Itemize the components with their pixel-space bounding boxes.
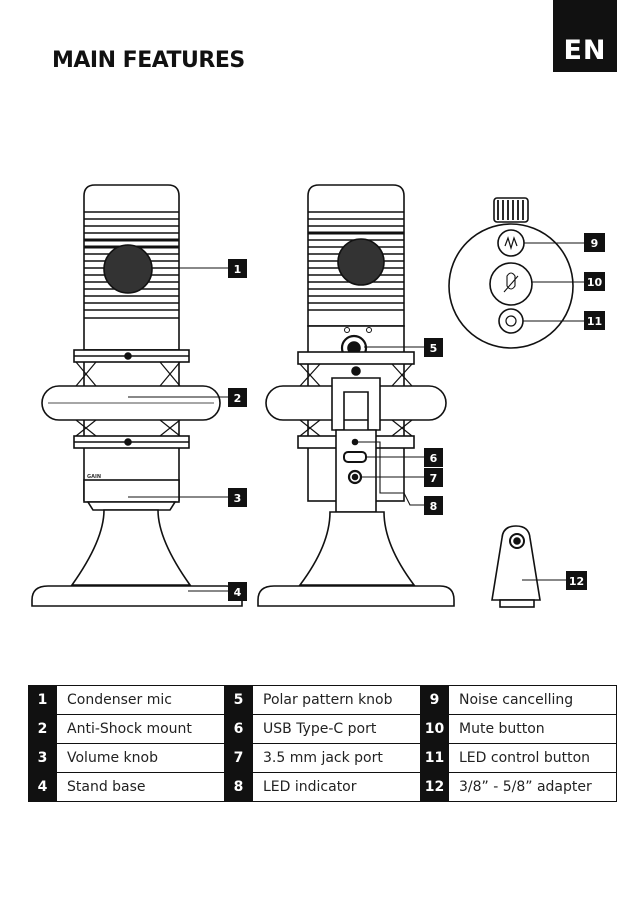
condenser-capsule: [104, 245, 152, 293]
feature-number: 12: [421, 773, 449, 802]
svg-text:1: 1: [234, 263, 242, 276]
callout-6: 6: [424, 448, 443, 467]
feature-label: Polar pattern knob: [253, 686, 421, 715]
feature-number: 4: [29, 773, 57, 802]
callout-9: 9: [584, 233, 605, 252]
feature-number: 8: [225, 773, 253, 802]
callout-5: 5: [424, 338, 443, 357]
feature-number: 1: [29, 686, 57, 715]
feature-label: 3.5 mm jack port: [253, 744, 421, 773]
front-view-microphone: [32, 185, 242, 606]
callout-11: 11: [584, 311, 605, 330]
features-table: 1 Condenser mic 5 Polar pattern knob 9 N…: [28, 685, 617, 802]
callout-1: 1: [228, 259, 247, 278]
svg-text:4: 4: [234, 586, 242, 599]
noise-cancelling-button: [498, 230, 524, 256]
svg-text:12: 12: [569, 575, 584, 588]
feature-label: Volume knob: [57, 744, 225, 773]
callout-12: 12: [566, 571, 587, 590]
svg-text:6: 6: [430, 452, 438, 465]
table-row: 3 Volume knob 7 3.5 mm jack port 11 LED …: [29, 744, 617, 773]
svg-text:9: 9: [591, 237, 599, 250]
feature-label: LED control button: [449, 744, 617, 773]
callout-10: 10: [584, 272, 605, 291]
table-row: 1 Condenser mic 5 Polar pattern knob 9 N…: [29, 686, 617, 715]
usb-type-c-port: [344, 452, 366, 462]
svg-text:10: 10: [587, 276, 603, 289]
feature-label: Noise cancelling: [449, 686, 617, 715]
svg-text:11: 11: [587, 315, 602, 328]
feature-label: USB Type-C port: [253, 715, 421, 744]
table-row: 4 Stand base 8 LED indicator 12 3/8” - 5…: [29, 773, 617, 802]
thread-adapter: [492, 526, 540, 607]
svg-text:3: 3: [234, 492, 242, 505]
svg-text:8: 8: [430, 500, 438, 513]
feature-label: Mute button: [449, 715, 617, 744]
rear-view-microphone: [258, 185, 454, 606]
feature-label: 3/8” - 5/8” adapter: [449, 773, 617, 802]
product-diagram: GAIN: [0, 0, 642, 660]
feature-number: 3: [29, 744, 57, 773]
feature-label: Anti-Shock mount: [57, 715, 225, 744]
feature-label: Stand base: [57, 773, 225, 802]
feature-number: 10: [421, 715, 449, 744]
table-row: 2 Anti-Shock mount 6 USB Type-C port 10 …: [29, 715, 617, 744]
feature-number: 5: [225, 686, 253, 715]
led-control-button: [499, 309, 523, 333]
stand-base-front: [32, 586, 242, 606]
feature-number: 2: [29, 715, 57, 744]
volume-knob-print: GAIN: [87, 474, 101, 480]
svg-text:2: 2: [234, 392, 242, 405]
feature-label: LED indicator: [253, 773, 421, 802]
svg-text:7: 7: [430, 472, 438, 485]
callout-2: 2: [228, 388, 247, 407]
feature-number: 6: [225, 715, 253, 744]
stand-base-rear: [258, 586, 454, 606]
feature-number: 11: [421, 744, 449, 773]
callout-8: 8: [424, 496, 443, 515]
callout-3: 3: [228, 488, 247, 507]
feature-number: 9: [421, 686, 449, 715]
top-view-controls: [449, 198, 573, 348]
feature-label: Condenser mic: [57, 686, 225, 715]
callout-4: 4: [228, 582, 247, 601]
svg-text:5: 5: [430, 342, 438, 355]
callout-7: 7: [424, 468, 443, 487]
feature-number: 7: [225, 744, 253, 773]
